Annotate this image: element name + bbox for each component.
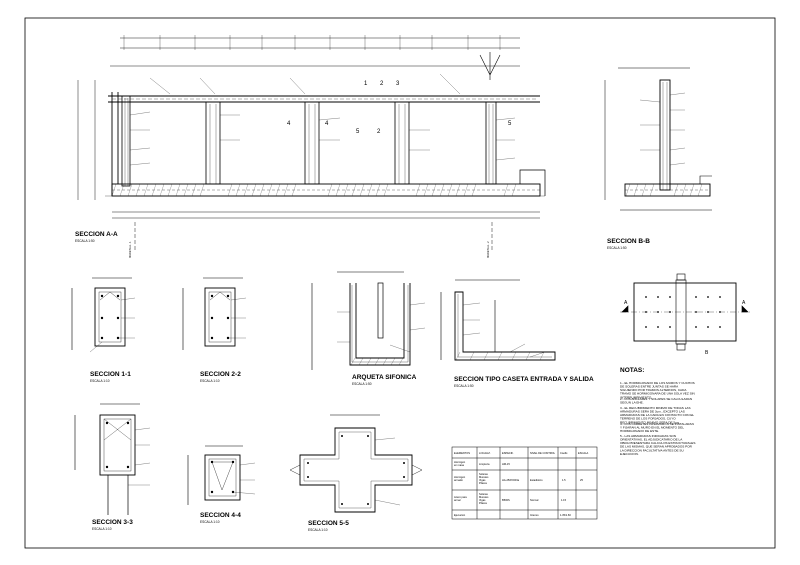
arqueta-drawing xyxy=(311,271,426,370)
table-cell: 25 xyxy=(580,478,583,482)
section-11-drawing xyxy=(71,277,136,353)
section-33-drawing xyxy=(74,403,151,515)
section-22-scale: ESCALA 1:10 xyxy=(200,379,220,383)
section-22-title: SECCION 2-2 xyxy=(200,371,241,378)
table-cell: 1.35/1.60 xyxy=(560,513,571,517)
section-33-scale: ESCALA 1:10 xyxy=(92,527,112,531)
table-row: Ejecucion Intenso 1.35/1.60 xyxy=(454,513,571,517)
section-55-scale: ESCALA 1:10 xyxy=(308,528,328,532)
murete-label-2: MURETA A - 2 xyxy=(486,241,490,258)
plan-label-a-right: A xyxy=(742,300,746,306)
note-item: 4.- LOS CARRETES PASAMUROS SE INSTALARAN… xyxy=(620,422,694,433)
table-cell: Ejecucion xyxy=(454,513,466,517)
section-aa-hatch xyxy=(111,183,517,197)
notes-heading: NOTAS: xyxy=(620,367,644,374)
aa-mark-4b: 4 xyxy=(325,121,329,127)
aa-mark-2b: 2 xyxy=(377,129,381,135)
table-cell: Normal xyxy=(530,498,539,502)
section-aa-scale: ESCALA 1:50 xyxy=(75,239,95,243)
section-aa-number-marks: 1 2 3 4 4 5 2 5 xyxy=(287,81,512,135)
section-55-drawing xyxy=(289,414,423,513)
materials-table xyxy=(451,446,598,520)
table-header-row: ELEMENTOS LOCALIZ. ESPECIF. NIVEL DE CON… xyxy=(454,451,589,455)
table-cell: 1.5 xyxy=(562,478,566,482)
note-item: 3.- EL RECUBRIMIENTO MINIMO DE TODAS LAS… xyxy=(620,406,694,424)
plan-label-a-left: A xyxy=(624,300,628,306)
table-header: LOCALIZ. xyxy=(479,451,491,455)
table-header: ESCALA xyxy=(578,451,589,455)
table-header: ESPECIF. xyxy=(502,451,514,455)
section-11-title: SECCION 1-1 xyxy=(90,371,131,378)
section-aa-title: SECCION A-A xyxy=(75,231,118,238)
note-item: 2.- LOS ANCLAJES Y SOLAPES SE CALCULARAN… xyxy=(620,397,692,405)
table-cell: HA-25/P/20/IIa xyxy=(502,478,520,482)
aa-mark-3: 3 xyxy=(396,81,400,87)
table-header: NIVEL DE CONTROL xyxy=(530,451,556,455)
aa-mark-4a: 4 xyxy=(287,121,291,127)
arqueta-scale: ESCALA 1:50 xyxy=(352,382,372,386)
table-cell: B500S xyxy=(502,498,510,502)
table-cell: HM-15 xyxy=(502,462,510,466)
caseta-drawing xyxy=(440,279,556,361)
section-11-scale: ESCALA 1:10 xyxy=(90,379,110,383)
plan-label-b: B xyxy=(705,350,709,356)
section-bb-title: SECCION B-B xyxy=(607,238,650,245)
section-44-drawing xyxy=(187,445,256,505)
section-22-drawing xyxy=(182,277,247,350)
arqueta-title: ARQUETA SIFONICA xyxy=(352,374,417,381)
section-44-title: SECCION 4-4 xyxy=(200,512,241,519)
table-cell: Estadistico xyxy=(530,478,543,482)
section-33-title: SECCION 3-3 xyxy=(92,519,133,526)
table-cell: Limpieza xyxy=(479,462,490,466)
aa-mark-5b: 5 xyxy=(508,121,512,127)
caseta-scale: ESCALA 1:50 xyxy=(454,384,474,388)
section-44-scale: ESCALA 1:10 xyxy=(200,520,220,524)
note-item: 1.- EL HORMIGONADO DE LOS MUROS Y CUCHOS… xyxy=(620,381,695,399)
notes-list: 1.- EL HORMIGONADO DE LOS MUROS Y CUCHOS… xyxy=(620,381,695,456)
murete-label-1: MURETA A - 1 xyxy=(128,241,132,258)
aa-mark-1: 1 xyxy=(364,81,368,87)
plan-view xyxy=(620,273,750,351)
table-header: Coefic. xyxy=(560,451,568,455)
caseta-title: SECCION TIPO CASETA ENTRADA Y SALIDA xyxy=(454,376,594,383)
section-55-title: SECCION 5-5 xyxy=(308,520,349,527)
aa-mark-2: 2 xyxy=(380,81,384,87)
table-cell: Intenso xyxy=(530,513,539,517)
aa-mark-5a: 5 xyxy=(356,129,360,135)
section-aa-elevation xyxy=(77,35,546,250)
section-bb-drawing xyxy=(604,67,712,211)
sheet-border xyxy=(24,17,776,549)
section-bb-scale: ESCALA 1:50 xyxy=(607,246,627,250)
table-cell: 1.15 xyxy=(561,498,567,502)
table-header: ELEMENTOS xyxy=(454,451,470,455)
